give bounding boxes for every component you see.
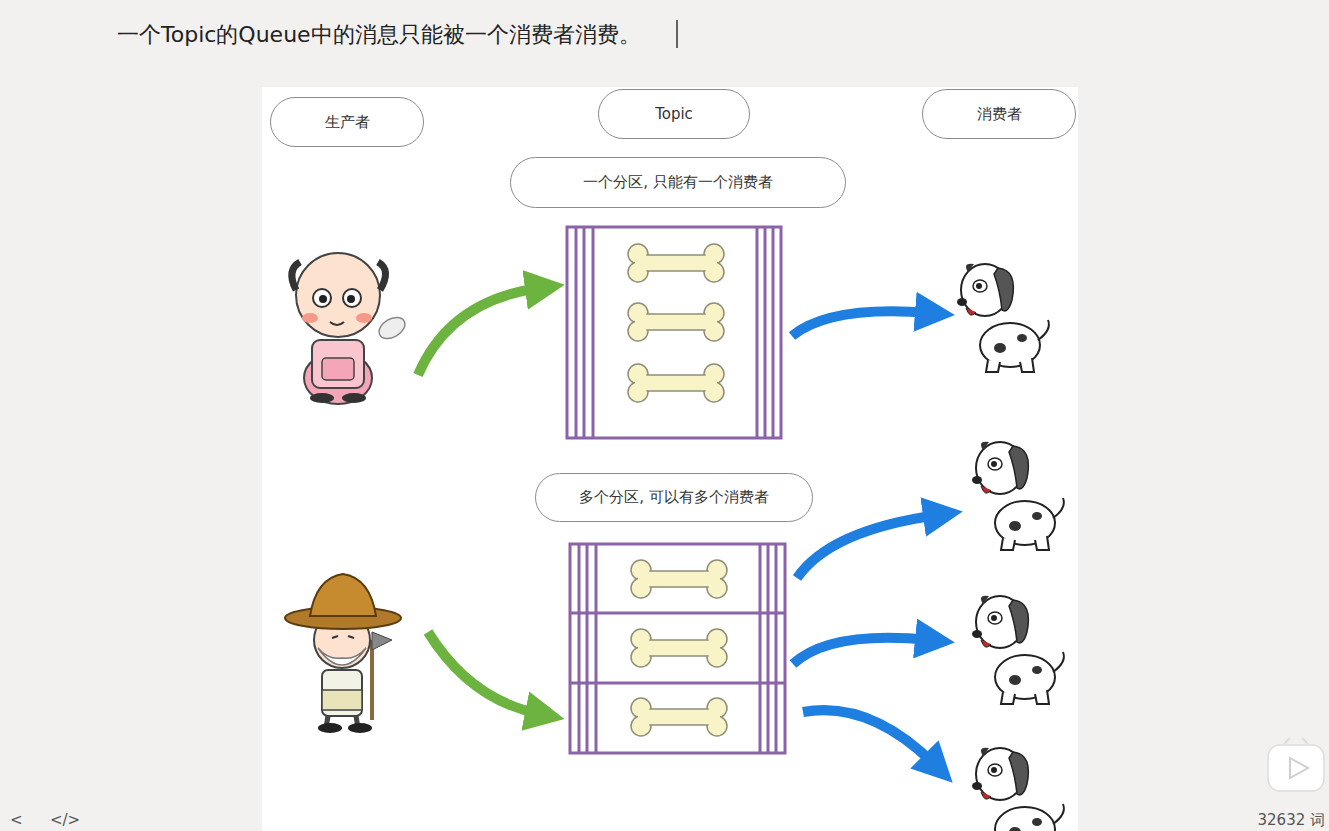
status-text: </> — [50, 811, 80, 829]
box-label: Topic — [655, 105, 693, 123]
box-label: 一个分区, 只能有一个消费者 — [583, 173, 773, 192]
pill-box: Topic — [598, 89, 750, 139]
box-label: 消费者 — [977, 105, 1022, 124]
status-text: 32632 词 — [1258, 811, 1326, 830]
pill-box: 生产者 — [270, 97, 424, 147]
box-label: 生产者 — [325, 113, 370, 132]
pill-box: 一个分区, 只能有一个消费者 — [510, 157, 846, 208]
box-label: 多个分区, 可以有多个消费者 — [579, 488, 769, 507]
pill-box: 消费者 — [922, 89, 1076, 139]
heading: 一个Topic的Queue中的消息只能被一个消费者消费。 — [117, 20, 641, 50]
status-text: < — [10, 811, 23, 829]
pill-box: 多个分区, 可以有多个消费者 — [535, 473, 813, 522]
